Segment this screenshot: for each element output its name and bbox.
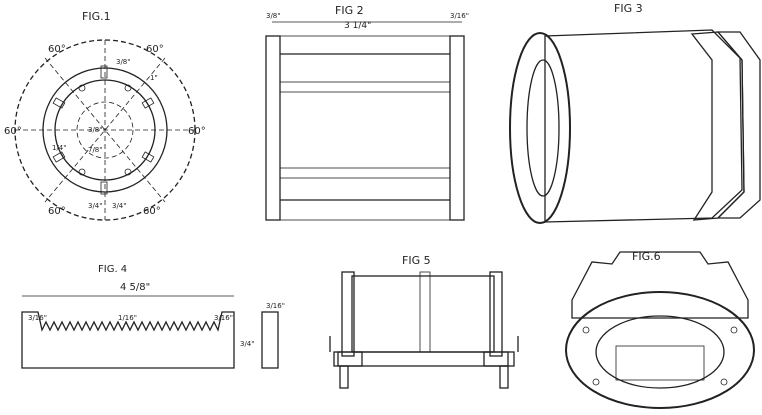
fig2-lamination-bottom bbox=[279, 199, 451, 221]
fig4-side-view bbox=[261, 311, 279, 369]
fig3-title: FIG 3 bbox=[614, 2, 643, 15]
fig1-dim-label: 1" bbox=[150, 74, 158, 82]
fig5-clamp-right bbox=[483, 351, 509, 367]
fig1-slot bbox=[100, 65, 108, 79]
fig6-ring bbox=[565, 291, 755, 409]
fig1-angle-label: 60° bbox=[188, 126, 206, 137]
fig5-drawing: FIG 5 bbox=[329, 254, 519, 389]
fig1-radial-b bbox=[44, 57, 166, 203]
fig1-slot bbox=[141, 151, 155, 163]
fig4-dim-height: 3/4" bbox=[240, 340, 255, 348]
fig1-bolt-hole bbox=[78, 84, 86, 92]
fig1-radial-a bbox=[44, 57, 166, 203]
fig6-inner-core bbox=[615, 345, 705, 381]
fig2-end-plate-right bbox=[449, 35, 465, 221]
fig4-dim-length: 4 5/8" bbox=[120, 282, 150, 293]
fig4-title: FIG. 4 bbox=[98, 264, 127, 275]
fig4-dim-a: 3/16" bbox=[28, 314, 47, 322]
fig1-bore bbox=[76, 101, 134, 159]
fig1-angle-label: 60° bbox=[143, 206, 161, 217]
fig6-bolt-hole bbox=[582, 326, 590, 334]
fig3-front-ring bbox=[509, 32, 571, 224]
fig1-angle-label: 60° bbox=[146, 44, 164, 55]
fig1-angle-label: 60° bbox=[48, 206, 66, 217]
fig6-upper-teeth bbox=[571, 251, 749, 319]
fig3-band bbox=[690, 31, 745, 221]
fig2-dim-right: 3/16" bbox=[450, 12, 469, 20]
fig6-bore bbox=[595, 315, 725, 389]
fig5-core bbox=[351, 275, 495, 353]
fig5-tooth-left bbox=[341, 271, 355, 357]
fig4-dim-b: 1/16" bbox=[118, 314, 137, 322]
fig1-dim-label: 3/8" bbox=[88, 126, 103, 134]
fig6-drawing: FIG.6 bbox=[565, 250, 755, 409]
fig2-lamination-mid-upper bbox=[279, 81, 451, 93]
fig1-dim-label: 1/4" bbox=[52, 144, 67, 152]
fig2-lamination-top bbox=[279, 35, 451, 55]
fig1-slot bbox=[52, 151, 66, 163]
fig3-drawing: FIG 3 bbox=[509, 2, 761, 224]
fig4-dim-side: 3/16" bbox=[266, 302, 285, 310]
fig2-dim-left: 3/8" bbox=[266, 12, 281, 20]
fig6-title: FIG.6 bbox=[632, 250, 661, 263]
fig3-front-bore bbox=[526, 59, 560, 197]
fig1-dim-label: 7/8" bbox=[88, 146, 103, 154]
fig5-clamp-left bbox=[337, 351, 363, 367]
fig3-back-ring bbox=[716, 31, 761, 219]
fig2-lamination-mid-lower bbox=[279, 167, 451, 179]
fig2-drawing: FIG 2 3 1/4" 3/8" 3/16" bbox=[265, 4, 469, 221]
fig2-end-plate-left bbox=[265, 35, 281, 221]
fig1-drawing: FIG.1 60° 60° 60° 60° 60° 60° 3/8" 1" 3/… bbox=[4, 10, 206, 221]
fig1-title: FIG.1 bbox=[82, 10, 111, 23]
fig4-toothed-bar bbox=[21, 311, 235, 369]
fig6-bolt-hole bbox=[730, 326, 738, 334]
fig6-bolt-hole bbox=[592, 378, 600, 386]
fig5-tooth-right bbox=[489, 271, 503, 357]
fig1-slot bbox=[52, 97, 66, 109]
fig6-bolt-hole bbox=[720, 378, 728, 386]
fig1-bolt-hole bbox=[124, 168, 132, 176]
fig5-foot-left bbox=[339, 365, 349, 389]
fig1-angle-label: 60° bbox=[4, 126, 22, 137]
fig1-dim-label: 3/8" bbox=[116, 58, 131, 66]
fig5-spacer bbox=[419, 271, 431, 353]
fig4-drawing: FIG. 4 4 5/8" 3/16" 1/16" 3/16" 3/4" 3/1… bbox=[21, 264, 285, 369]
fig1-dim-label: 3/4" bbox=[88, 202, 103, 210]
fig1-angle-label: 60° bbox=[48, 44, 66, 55]
fig1-slot bbox=[100, 181, 108, 195]
fig1-dim-label: 3/4" bbox=[112, 202, 127, 210]
fig5-foot-right bbox=[499, 365, 509, 389]
fig5-title: FIG 5 bbox=[402, 254, 431, 267]
fig2-title: FIG 2 bbox=[335, 4, 364, 17]
fig5-base bbox=[333, 351, 515, 367]
fig1-bolt-hole bbox=[78, 168, 86, 176]
fig1-slot bbox=[141, 97, 155, 109]
fig2-dim-overall: 3 1/4" bbox=[344, 21, 371, 31]
fig1-bolt-hole bbox=[124, 84, 132, 92]
fig4-dim-c: 3/16" bbox=[214, 314, 233, 322]
